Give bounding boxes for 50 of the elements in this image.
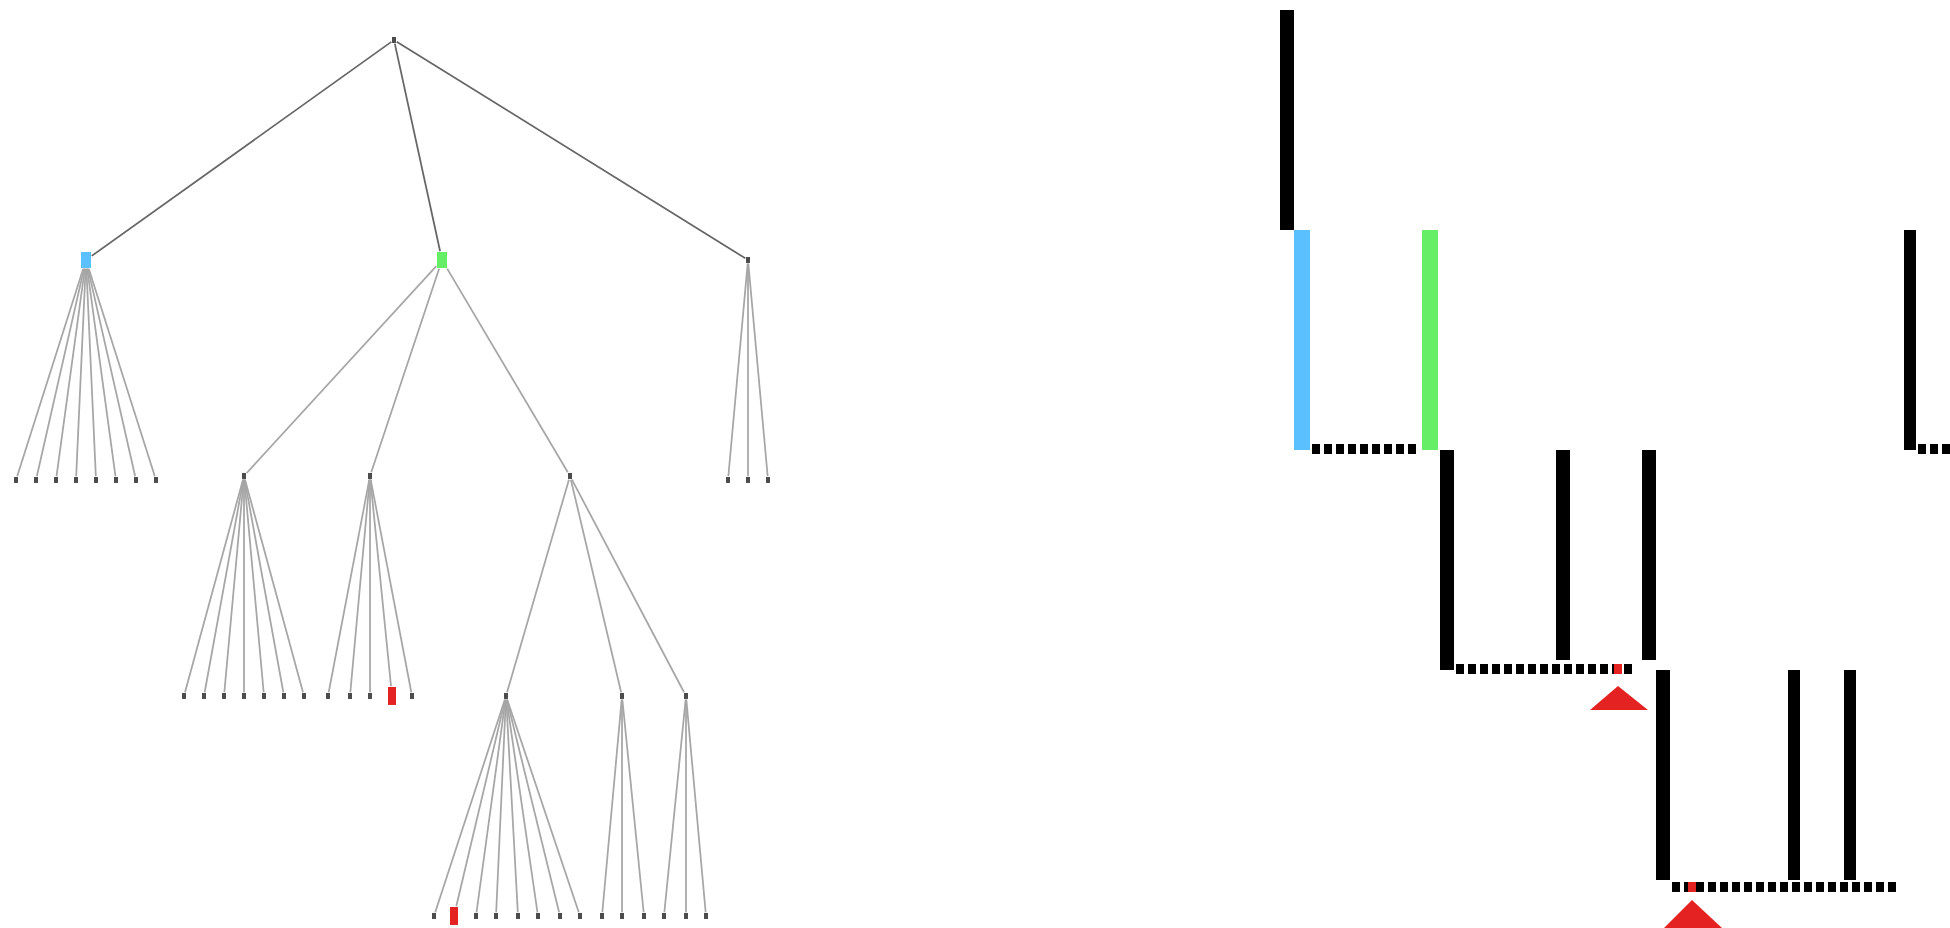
tree-edge <box>727 262 749 478</box>
tree-edge <box>685 698 707 914</box>
tree-edge <box>244 478 304 694</box>
tree-edge <box>369 478 413 694</box>
tree-edge <box>570 478 622 694</box>
tree-edge <box>621 698 623 914</box>
tree-edge <box>393 42 441 253</box>
tree-edge <box>505 698 519 914</box>
tree-edge <box>434 698 506 914</box>
tree-edge <box>369 478 371 694</box>
tree-edge <box>243 478 265 694</box>
tree-node <box>81 251 91 268</box>
tree-edge <box>601 698 623 914</box>
tree-edge <box>369 478 392 688</box>
tree-edge <box>747 262 769 478</box>
tree-edge <box>87 267 156 478</box>
tree-node <box>437 251 447 268</box>
tree-edge <box>184 478 244 694</box>
tree-edge <box>243 478 285 694</box>
tree-node <box>388 686 396 705</box>
tree-edge <box>685 698 687 914</box>
tree-edge <box>495 698 507 914</box>
tree-edge <box>86 267 117 478</box>
tree-edge <box>327 478 371 694</box>
tree-edge <box>75 267 87 478</box>
tree-edge <box>663 698 687 914</box>
tree-edge <box>747 262 749 478</box>
tree-edge <box>87 267 137 478</box>
tree-edge <box>621 698 645 914</box>
tree-edge <box>203 478 245 694</box>
tree-edge <box>505 698 539 914</box>
tree-edge <box>16 267 85 478</box>
tree-node <box>450 906 458 925</box>
tree-edge <box>243 478 245 694</box>
tree-edge <box>571 478 685 694</box>
tree-edge <box>245 265 438 474</box>
tree-edge <box>446 267 569 474</box>
tree-edge <box>455 698 506 908</box>
tree-edge <box>370 267 440 474</box>
tree-edge <box>223 478 245 694</box>
tree-edge <box>506 698 560 914</box>
tree-edge <box>90 41 393 257</box>
tree-edge <box>35 267 85 478</box>
tree-edge <box>475 698 507 914</box>
tree-edge <box>506 478 570 694</box>
tree-edge <box>85 267 97 478</box>
tree-edge <box>349 478 371 694</box>
tree-edge <box>506 698 580 914</box>
tree-edge <box>55 267 86 478</box>
tree-edge <box>395 40 747 260</box>
